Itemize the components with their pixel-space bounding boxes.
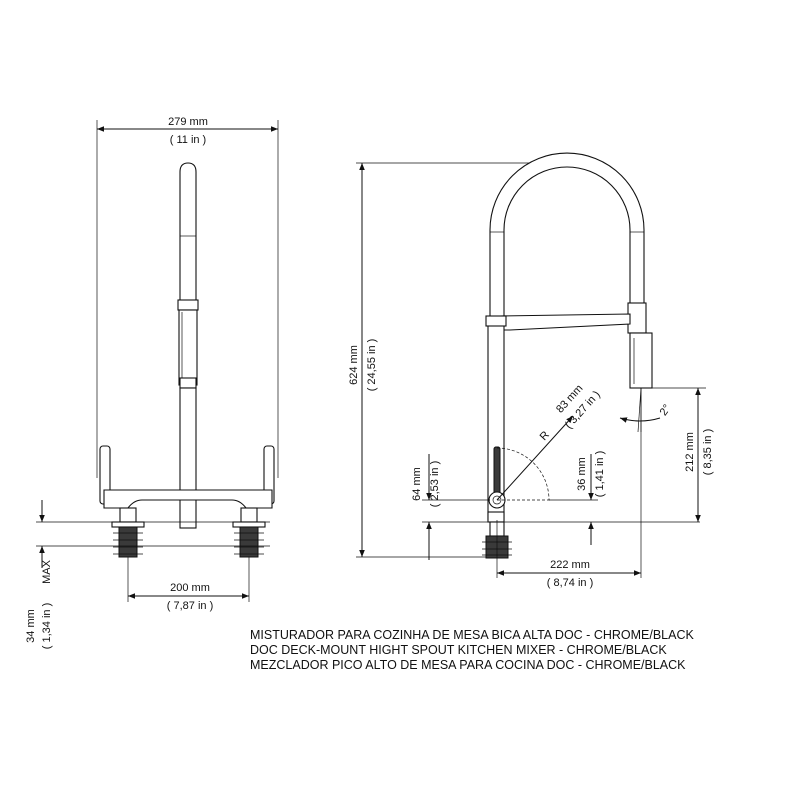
side-handle-lever: [493, 446, 501, 500]
spacing-in-label: ( 7,87 in ): [167, 600, 213, 612]
radius-prefix-label: R: [538, 429, 552, 443]
side-view: 624 mm ( 24,55 in ): [348, 152, 714, 589]
handle-height-mm-label: 36 mm: [576, 457, 588, 491]
front-collar: [177, 299, 199, 311]
deck-in-label: ( 1,34 in ): [41, 603, 53, 649]
front-left-foot: [111, 507, 145, 558]
reach-mm-label: 222 mm: [550, 559, 590, 571]
front-spout: [179, 162, 197, 306]
deck-mm-label: 34 mm: [25, 609, 37, 643]
height-in-label: ( 24,55 in ): [366, 339, 378, 392]
handle-swing-arc: [496, 447, 550, 501]
spout-height-in-label: ( 8,35 in ): [702, 429, 714, 475]
radius-dimension-line: [496, 415, 574, 501]
deck-max-label: MAX: [41, 559, 53, 584]
handle-height-in-label: ( 1,41 in ): [594, 451, 606, 497]
side-spray-head-collar: [627, 302, 647, 334]
caption-line-spanish: MEZCLADOR PICO ALTO DE MESA PARA COCINA …: [250, 658, 686, 672]
side-support-arm: [499, 313, 631, 331]
side-spout-arc: [489, 152, 645, 319]
width-mm-label: 279 mm: [168, 116, 208, 128]
width-in-label: ( 11 in ): [170, 134, 206, 146]
angle-label: 2°: [658, 403, 674, 419]
front-body: [179, 387, 197, 529]
side-spray-head: [629, 332, 653, 389]
caption-line-english: DOC DECK-MOUNT HIGHT SPOUT KITCHEN MIXER…: [250, 643, 667, 657]
base-height-in-label: ( 2,53 in ): [429, 461, 441, 507]
front-right-foot: [232, 507, 266, 558]
caption-line-portuguese: MISTURADOR PARA COZINHA DE MESA BICA ALT…: [250, 628, 694, 642]
base-height-mm-label: 64 mm: [411, 467, 423, 501]
front-bridge: [103, 489, 273, 509]
spacing-mm-label: 200 mm: [170, 582, 210, 594]
product-caption: MISTURADOR PARA COZINHA DE MESA BICA ALT…: [250, 628, 694, 672]
spout-height-mm-label: 212 mm: [684, 432, 696, 472]
height-mm-label: 624 mm: [348, 345, 360, 385]
front-view: 279 mm ( 11 in ): [25, 116, 279, 649]
reach-in-label: ( 8,74 in ): [547, 577, 593, 589]
angle-arc: [619, 417, 661, 423]
